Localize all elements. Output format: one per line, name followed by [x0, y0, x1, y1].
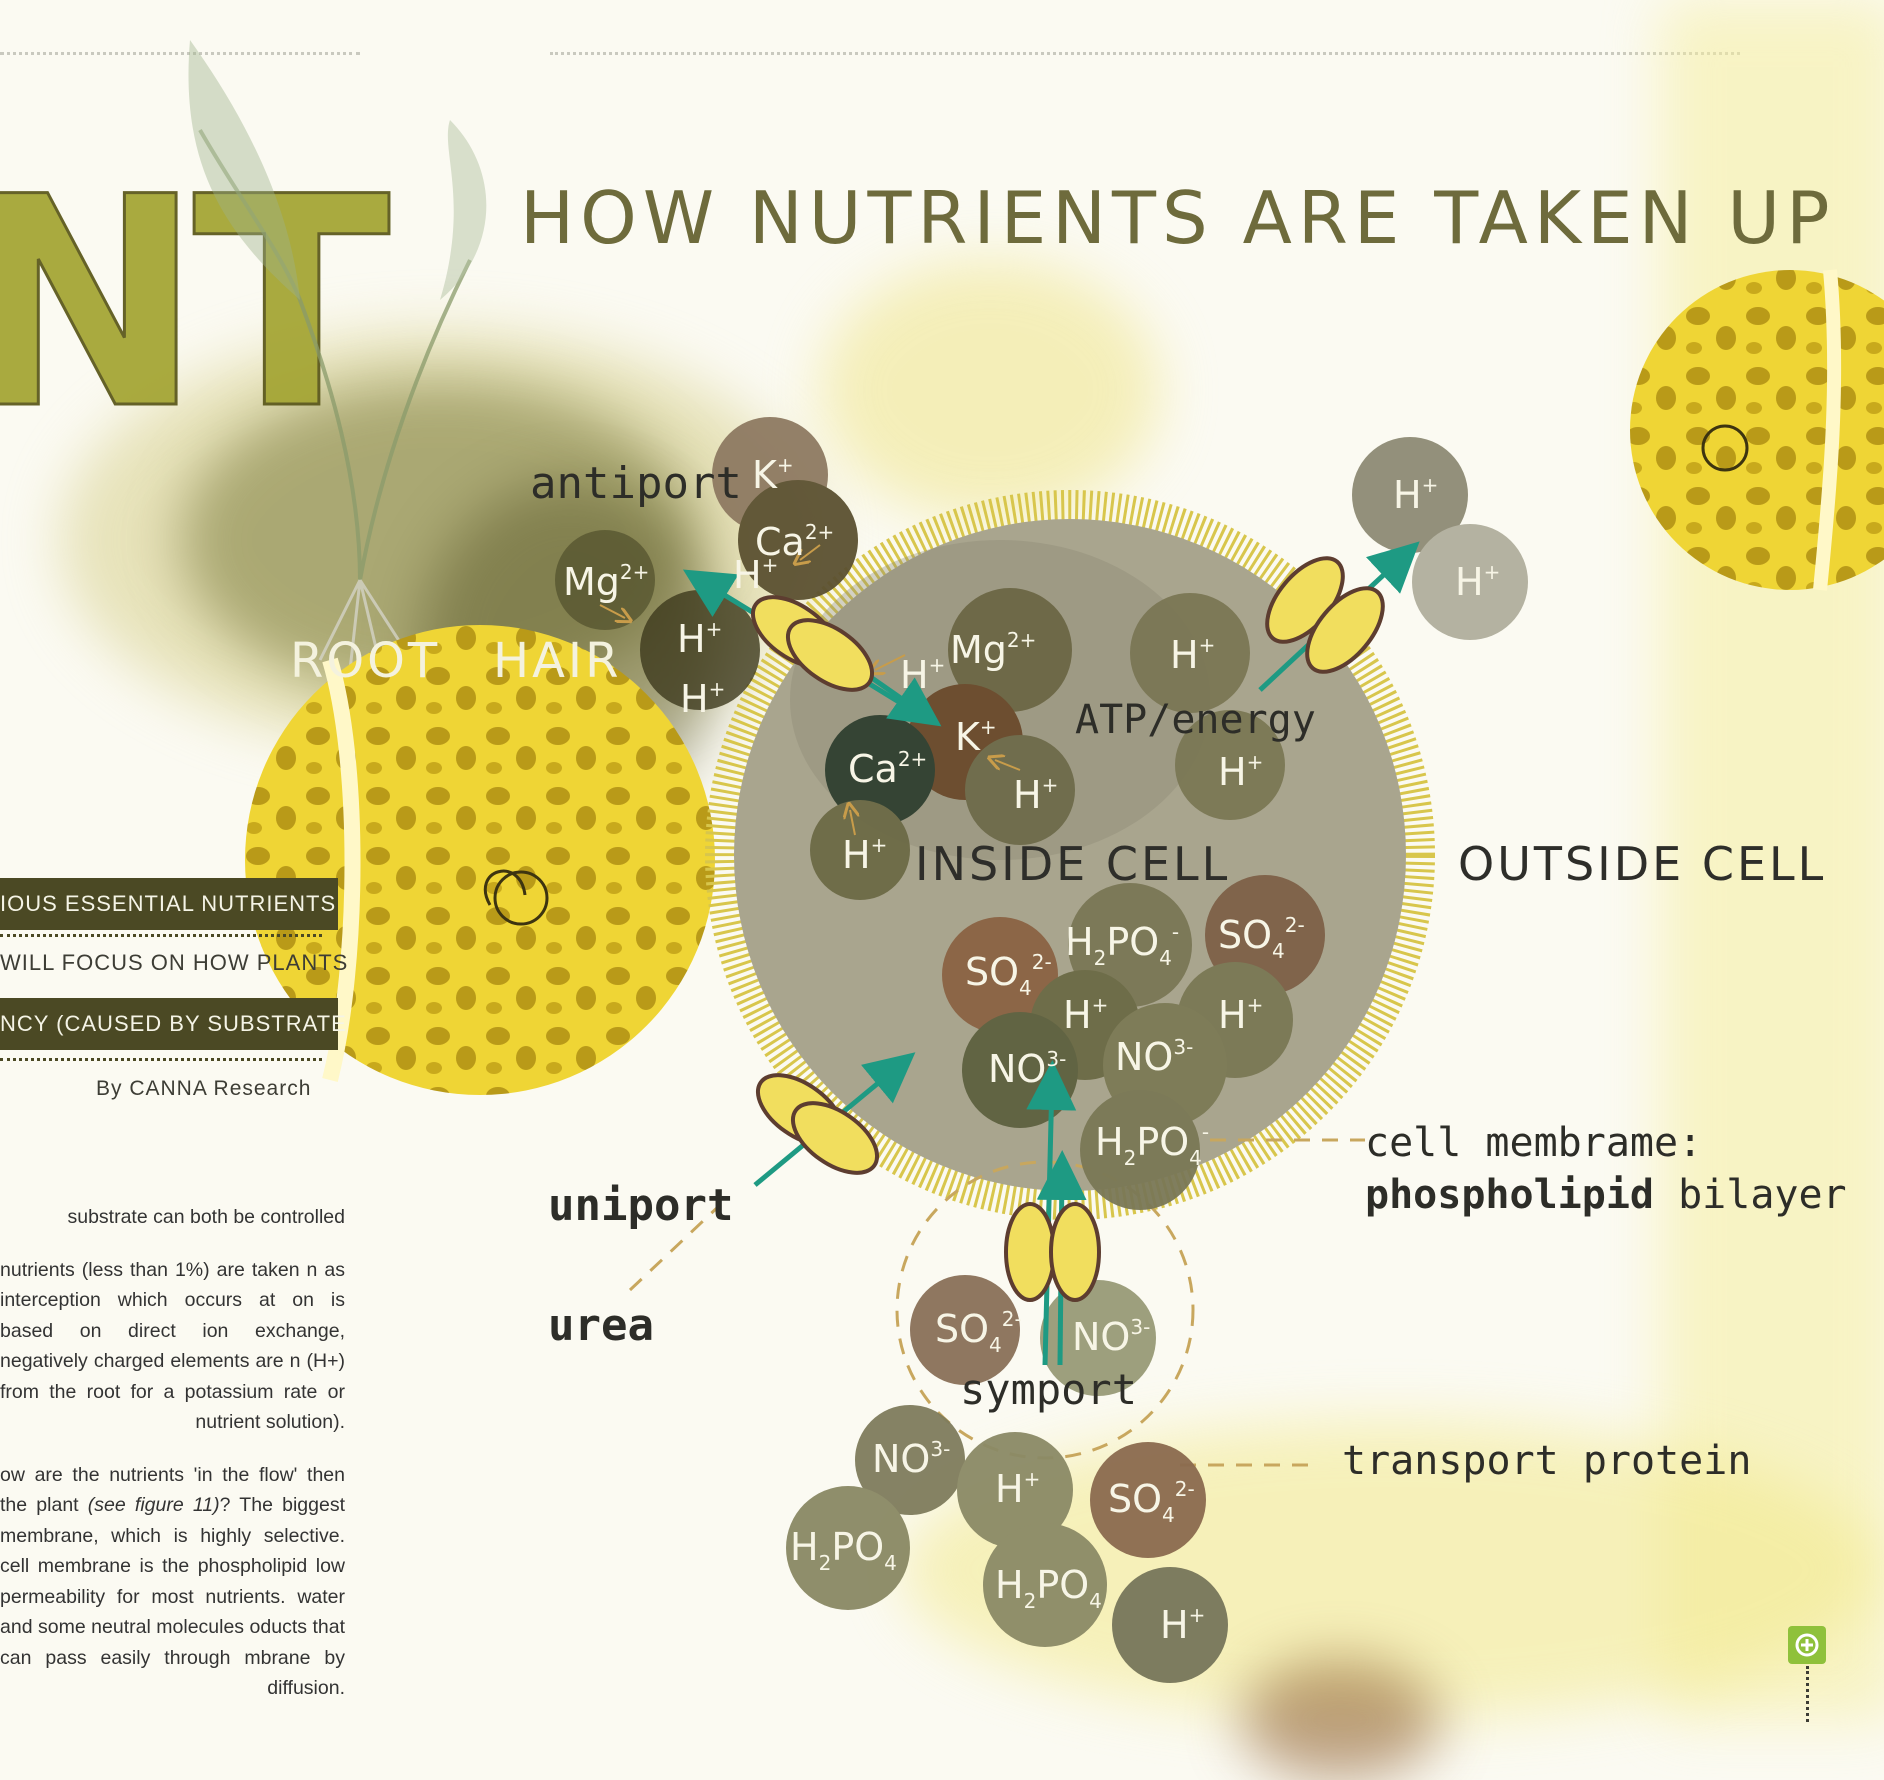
label-hair: HAIR	[493, 633, 621, 689]
label-atp-energy: ATP/energy	[1075, 697, 1316, 743]
ion-h2po4: H2PO4	[790, 1525, 897, 1575]
paragraph: nutrients (less than 1%) are taken n as …	[0, 1255, 345, 1438]
paragraph: ow are the nutrients 'in the flow' then …	[0, 1460, 345, 1704]
zoom-in-button[interactable]	[1788, 1626, 1826, 1664]
paragraph: substrate can both be controlled	[0, 1202, 345, 1233]
plant-illustration	[188, 40, 486, 670]
intro-highlight-1: IOUS ESSENTIAL NUTRIENTS	[0, 878, 338, 930]
label-antiport: antiport	[530, 458, 742, 509]
label-uniport: uniport	[548, 1180, 733, 1231]
intro-rule-3	[0, 1058, 322, 1061]
zoom-leader-line	[1806, 1666, 1809, 1722]
root-hair-detail-top-right	[1630, 270, 1884, 590]
ion-h2po4: H2PO4	[995, 1563, 1102, 1613]
zoom-in-icon	[1794, 1632, 1820, 1658]
article-body: substrate can both be controlled nutrien…	[0, 1202, 345, 1726]
label-symport: symport	[960, 1365, 1137, 1414]
intro-highlight-3: NCY (CAUSED BY SUBSTRATE	[0, 998, 338, 1050]
label-inside-cell: INSIDE CELL	[915, 837, 1230, 891]
label-urea: urea	[548, 1300, 654, 1351]
label-cell-membrane: cell membrame: phospholipid bilayer	[1365, 1117, 1847, 1221]
label-transport-protein: transport protein	[1342, 1438, 1751, 1484]
byline: By CANNA Research	[96, 1077, 311, 1101]
label-outside-cell: OUTSIDE CELL	[1458, 837, 1826, 891]
ion-h: H+	[680, 677, 725, 721]
intro-line-2: WILL FOCUS ON HOW PLANTS	[0, 950, 314, 976]
intro-rule-1	[0, 934, 322, 937]
label-root: ROOT	[290, 633, 440, 689]
